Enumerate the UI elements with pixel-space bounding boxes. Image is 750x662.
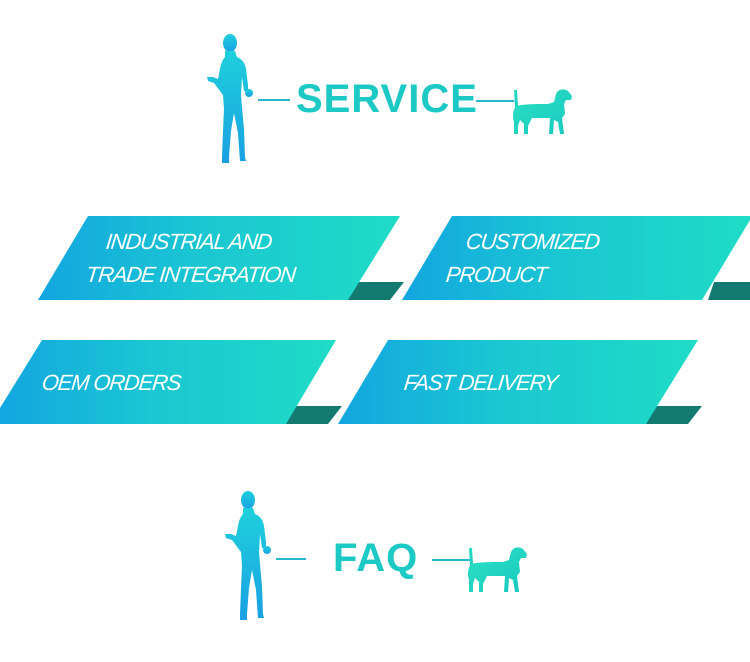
banner-fold: [344, 282, 404, 300]
service-dog-silhouette: [508, 88, 572, 138]
banner-shape: [338, 340, 702, 424]
service-leash-left: [258, 99, 290, 101]
banner-label: OEM ORDERS: [40, 370, 182, 395]
banner-label-line1: CUSTOMIZED: [464, 229, 601, 254]
banner-label: FAST DELIVERY: [402, 370, 559, 395]
faq-title: FAQ: [333, 536, 419, 580]
banner-oem-orders[interactable]: OEM ORDERS: [0, 340, 342, 424]
banner-parallelogram: [402, 216, 750, 300]
banner-shape: [402, 216, 750, 300]
banner-label-line1: INDUSTRIAL AND: [104, 229, 273, 254]
banner-fold: [284, 406, 342, 424]
banner-industrial-trade[interactable]: INDUSTRIAL AND TRADE INTEGRATION: [38, 216, 404, 300]
dog-icon: [512, 89, 572, 134]
banner-label-line2: PRODUCT: [444, 262, 548, 287]
banner-fast-delivery[interactable]: FAST DELIVERY: [338, 340, 704, 424]
person-walking-icon: [207, 34, 253, 163]
service-person-silhouette: [204, 33, 260, 165]
banner-label-line2: TRADE INTEGRATION: [84, 262, 297, 287]
banner-shape: [0, 340, 342, 424]
banner-parallelogram: [38, 216, 400, 300]
banner-parallelogram: [0, 340, 336, 424]
faq-leash-right: [432, 559, 470, 561]
banner-fold: [708, 282, 750, 300]
banner-fold: [642, 406, 702, 424]
person-walking-icon: [225, 491, 271, 620]
faq-leash-left: [276, 558, 306, 560]
service-title: SERVICE: [296, 77, 478, 121]
faq-dog-silhouette: [463, 546, 527, 596]
service-leash-right: [476, 100, 514, 102]
faq-person-silhouette: [222, 490, 278, 622]
banner-customized-product[interactable]: CUSTOMIZED PRODUCT: [402, 216, 750, 300]
dog-icon: [467, 547, 527, 592]
banner-shape: [38, 216, 404, 300]
banner-parallelogram: [338, 340, 698, 424]
